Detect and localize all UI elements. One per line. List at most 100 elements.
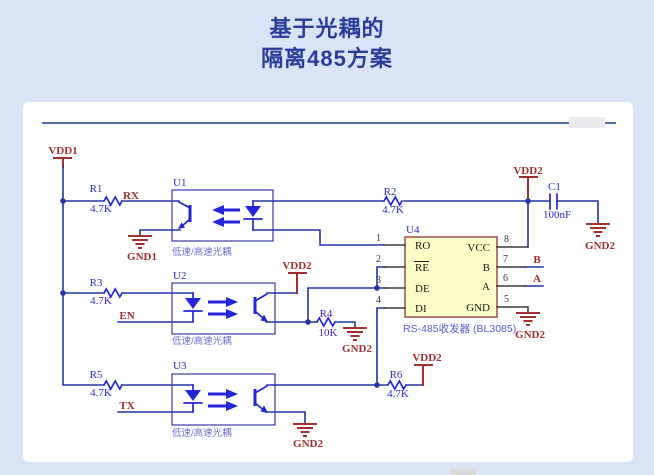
- gnd1-label: GND1: [127, 251, 157, 263]
- u2-body: [171, 282, 276, 335]
- u3-light-arrow2: [226, 401, 238, 411]
- u4-pin4-num: 4: [376, 295, 381, 306]
- junction-dot: [60, 290, 66, 296]
- resistor-r4: [316, 316, 336, 328]
- r3-ref: R3: [90, 277, 103, 289]
- optocoupler-u1: U1 低速/高速光耦: [171, 177, 274, 258]
- u1-ref: U1: [173, 177, 186, 189]
- watermark-blur-bottom: [450, 469, 476, 475]
- en-net-label: EN: [119, 310, 134, 322]
- vdd1-rail-wire: [62, 166, 105, 386]
- u3-body: [171, 373, 276, 426]
- r1-ref: R1: [90, 183, 103, 195]
- c1-value: 100nF: [543, 209, 571, 221]
- r2-value: 4.7K: [382, 204, 404, 216]
- resistor-r3: [103, 287, 123, 299]
- power-vdd2-r6: VDD2: [412, 352, 442, 386]
- ground-gnd1: GND1: [127, 235, 157, 263]
- u2-note: 低速/高速光耦: [172, 335, 232, 347]
- u3-ref: U3: [173, 360, 187, 372]
- u4-pin7-num: 7: [503, 254, 508, 265]
- junction-dot: [525, 198, 531, 204]
- junction-dot: [374, 382, 380, 388]
- u4-pin-b: B: [483, 262, 490, 274]
- vdd2-label-u2: VDD2: [282, 260, 312, 272]
- r5-value: 4.7K: [90, 387, 112, 399]
- vdd2-label: VDD2: [513, 165, 543, 177]
- u1-light-arrow2: [212, 217, 224, 227]
- resistor-r6: [387, 379, 407, 391]
- vdd2-label-r6: VDD2: [412, 352, 442, 364]
- u3-led: [185, 390, 201, 401]
- u4-pin3-num: 3: [376, 275, 381, 286]
- u4-body: [404, 236, 498, 318]
- title-line-1: 基于光耦的: [269, 16, 385, 41]
- ground-gnd2-pin5: GND2: [515, 312, 545, 341]
- resistor-r1: [103, 195, 123, 207]
- optocoupler-u3: U3 低速/高速光耦: [171, 360, 276, 439]
- power-vdd2-u2: VDD2: [282, 260, 312, 294]
- r3-value: 4.7K: [90, 295, 112, 307]
- r6-value: 4.7K: [387, 388, 409, 400]
- ground-gnd2-r4: GND2: [342, 327, 372, 355]
- gnd2-label-u3: GND2: [293, 438, 323, 450]
- transceiver-u4: U4 1 2 3 4 8 7 6 5 RO RE DE DI: [376, 224, 529, 335]
- ground-gnd2-c1: GND2: [585, 223, 615, 252]
- junction-dot: [305, 319, 311, 325]
- u3-note: 低速/高速光耦: [172, 427, 232, 439]
- gnd2-label-c1: GND2: [585, 240, 615, 252]
- u4-pin-ro: RO: [415, 240, 430, 252]
- u1-body: [171, 189, 274, 242]
- page-title: 基于光耦的 隔离485方案: [0, 14, 654, 74]
- r1-value: 4.7K: [90, 203, 112, 215]
- c1-ref: C1: [548, 181, 561, 193]
- a-net-label: A: [533, 273, 541, 285]
- u4-ref: U4: [406, 224, 420, 236]
- u4-subtitle: RS-485收发器 (BL3085): [403, 322, 516, 335]
- u2-led: [185, 298, 201, 309]
- resistor-r5: [103, 379, 123, 391]
- gnd2-label-r4: GND2: [342, 343, 372, 355]
- u2-light-arrow: [226, 297, 238, 307]
- b-net-label: B: [533, 254, 541, 266]
- tx-net-label: TX: [119, 400, 134, 412]
- u4-pin-gnd: GND: [466, 302, 490, 314]
- vdd1-label: VDD1: [48, 145, 77, 157]
- ground-gnd2-u3: GND2: [293, 423, 323, 450]
- u4-pin8-num: 8: [504, 234, 509, 245]
- u4-pin-a: A: [482, 281, 490, 293]
- u4-pin6-num: 6: [503, 273, 508, 284]
- r4-ref: R4: [320, 308, 333, 320]
- r6-ref: R6: [390, 369, 403, 381]
- circuit-card: [23, 102, 633, 462]
- u1-emitter-arrow: [178, 222, 185, 229]
- power-vdd2-vcc: VDD2: [513, 165, 543, 202]
- r2-ref: R2: [384, 186, 397, 198]
- junction-dot: [60, 198, 66, 204]
- u1-light-arrow: [212, 205, 224, 215]
- power-vdd1: VDD1: [48, 145, 78, 168]
- resistor-r2: [383, 195, 403, 207]
- title-line-2: 隔离485方案: [261, 46, 393, 71]
- u4-pin1-num: 1: [376, 233, 381, 244]
- u4-pin-vcc: VCC: [467, 242, 490, 254]
- u4-pin-de: DE: [415, 283, 430, 295]
- u4-pin-di: DI: [415, 303, 427, 315]
- u1-note: 低速/高速光耦: [172, 246, 232, 258]
- u3-emitter-arrow: [260, 405, 268, 413]
- rx-net-label: RX: [123, 190, 139, 202]
- junction-dot: [374, 285, 380, 291]
- r4-value: 10K: [319, 327, 338, 339]
- u1-led: [245, 206, 261, 217]
- u4-pin2-num: 2: [376, 254, 381, 265]
- gnd2-label-pin5: GND2: [515, 329, 545, 341]
- u2-ref: U2: [173, 270, 186, 282]
- optocoupler-u2: U2 低速/高速光耦: [171, 270, 276, 347]
- u2-light-arrow2: [226, 309, 238, 319]
- u4-pin-re: RE: [415, 262, 429, 274]
- u3-light-arrow: [226, 389, 238, 399]
- u2-emitter-arrow: [260, 314, 268, 322]
- u4-pin5-num: 5: [504, 294, 509, 305]
